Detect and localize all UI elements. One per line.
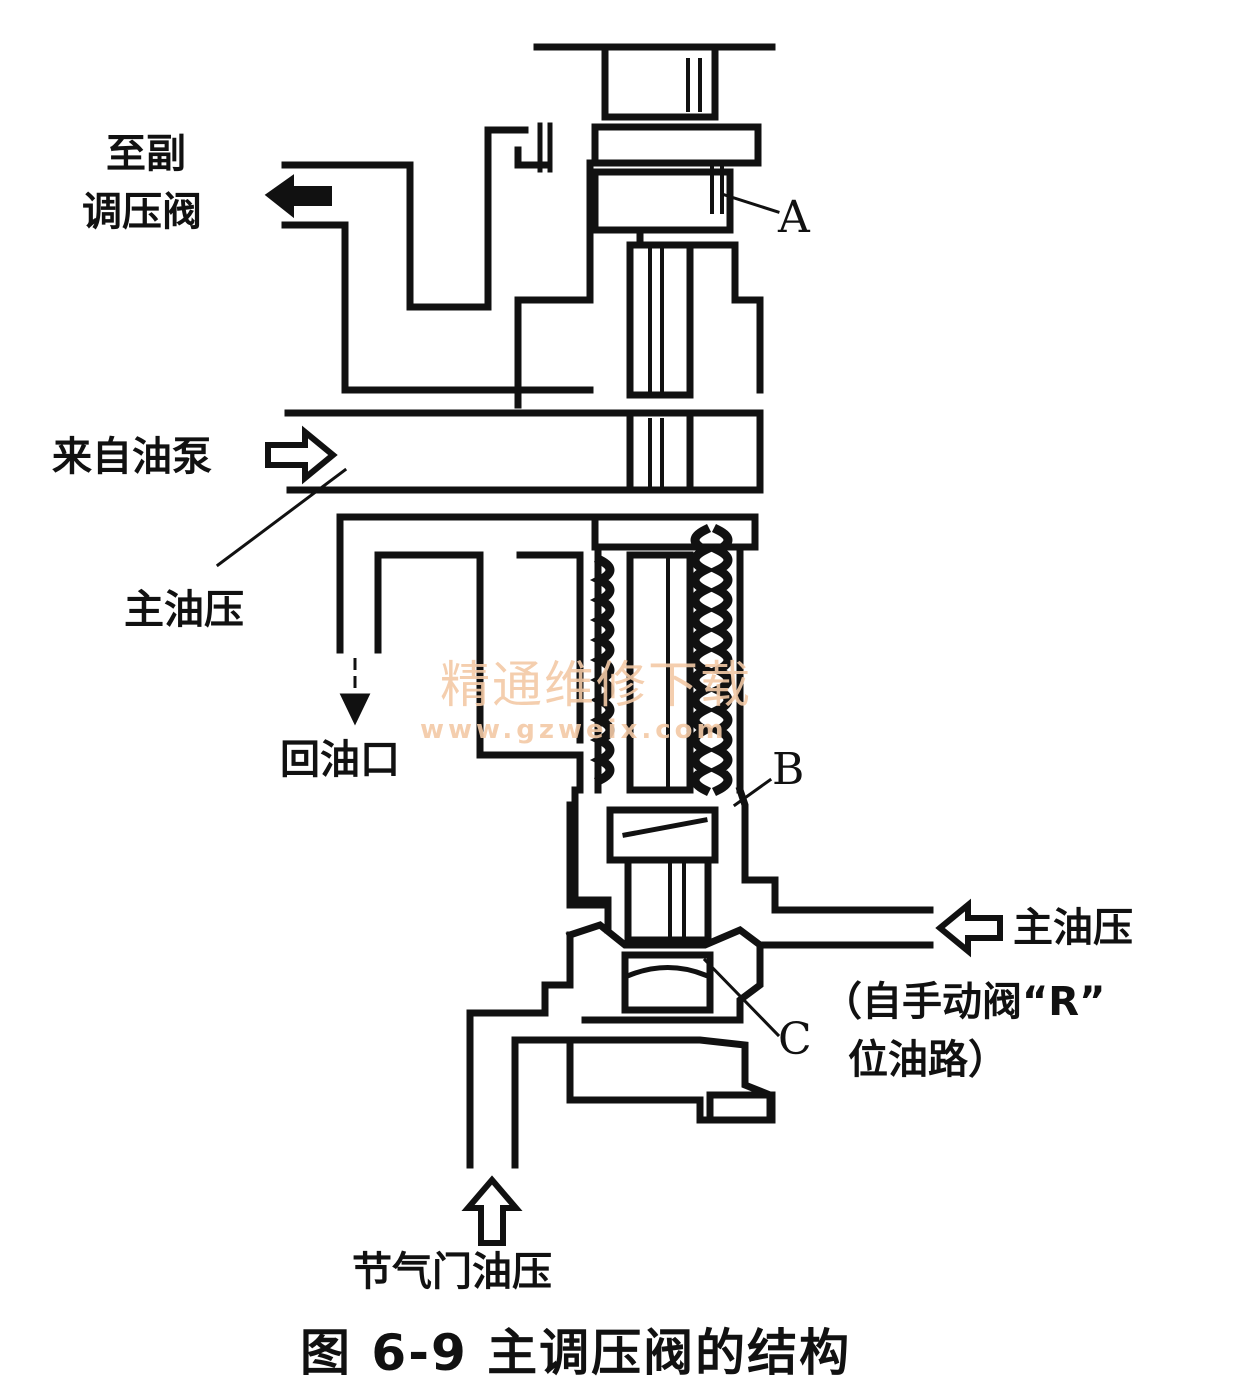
figure-caption: 图 6-9 主调压阀的结构 <box>300 1324 852 1382</box>
leader-c <box>702 957 781 1038</box>
spool-stem-lower <box>626 551 694 794</box>
leader-b <box>732 777 773 808</box>
passage-to-secondary <box>281 221 594 394</box>
arrow-from-pump <box>265 425 338 485</box>
label-oil-return-port: 回油口 <box>280 737 400 783</box>
leader-main-pressure <box>215 467 348 568</box>
chamber-c <box>565 921 764 1022</box>
watermark-url: www.gzweix.com <box>420 715 728 745</box>
label-part-a: A <box>778 192 810 243</box>
watermark-text: 精通维修下载 <box>440 656 752 714</box>
plunger-stem <box>624 856 712 944</box>
plunger-c <box>621 951 714 1014</box>
valve-top-block <box>601 43 719 121</box>
spring-seat <box>591 513 759 551</box>
label-manual-valve-line1: （自手动阀“R” <box>822 979 1106 1025</box>
valve-lower-outline <box>566 801 612 909</box>
label-throttle-pressure: 节气门油压 <box>352 1249 552 1295</box>
label-part-c: C <box>778 1014 812 1065</box>
label-to-secondary-line2: 调压阀 <box>82 189 202 235</box>
spool-land-a <box>591 168 734 234</box>
arrow-to-secondary <box>264 174 332 219</box>
spool-stem-upper <box>626 241 694 399</box>
leader-a <box>723 193 780 214</box>
pump-passage <box>284 409 764 494</box>
spring <box>589 523 733 797</box>
valve-upper-body <box>591 123 762 167</box>
label-main-pressure-left: 主油压 <box>124 587 244 633</box>
spool-land-mid <box>626 409 694 494</box>
bottom-plug <box>706 1091 776 1124</box>
arrow-main-pressure-right <box>935 898 1003 958</box>
label-manual-valve-line2: 位油路） <box>848 1037 1008 1083</box>
arrow-oil-return <box>339 658 371 726</box>
label-from-oil-pump: 来自油泵 <box>52 434 212 480</box>
arrow-throttle <box>461 1175 523 1246</box>
label-to-secondary-line1: 至副 <box>106 131 186 177</box>
label-part-b: B <box>772 744 805 795</box>
label-main-pressure-right: 主油压 <box>1013 905 1133 951</box>
